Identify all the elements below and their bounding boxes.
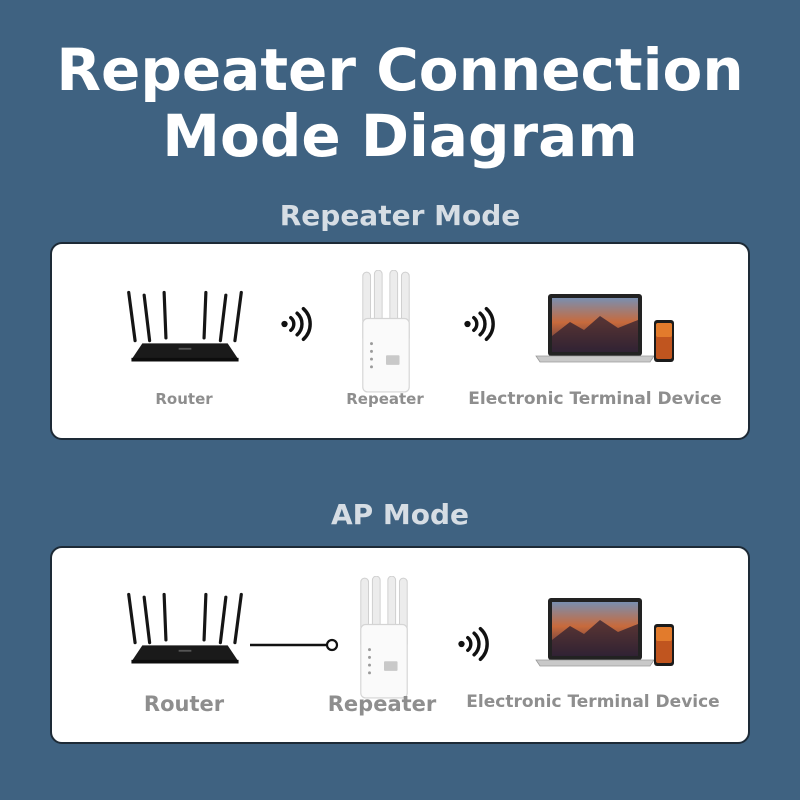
router-icon bbox=[126, 288, 244, 366]
diagram-title-line-2: Mode Diagram bbox=[162, 102, 638, 170]
wireless-signal-icon bbox=[457, 626, 493, 662]
repeater-mode-panel: Router Repeater Electronic Terminal Devi… bbox=[50, 242, 750, 440]
node-label-router: Router bbox=[143, 692, 225, 716]
node-label-repeater: Repeater bbox=[346, 390, 424, 408]
router-icon bbox=[126, 590, 244, 668]
node-label-terminal-device: Electronic Terminal Device bbox=[468, 389, 722, 409]
wireless-signal-icon bbox=[463, 306, 499, 342]
repeater-icon bbox=[355, 576, 413, 702]
laptop-phone-icon bbox=[534, 596, 674, 672]
ap-mode-panel: Router Repeater Electronic Terminal Devi… bbox=[50, 546, 750, 744]
node-label-router: Router bbox=[155, 390, 213, 408]
wired-connection-icon bbox=[250, 638, 339, 652]
wireless-signal-icon bbox=[280, 306, 316, 342]
laptop-phone-icon bbox=[534, 292, 674, 368]
section-title-repeater-mode: Repeater Mode bbox=[279, 199, 521, 232]
node-label-repeater: Repeater bbox=[327, 692, 437, 716]
repeater-icon bbox=[357, 270, 415, 396]
section-title-ap-mode: AP Mode bbox=[330, 498, 470, 531]
diagram-title-line-1: Repeater Connection bbox=[56, 36, 744, 104]
node-label-terminal-device: Electronic Terminal Device bbox=[466, 692, 720, 712]
